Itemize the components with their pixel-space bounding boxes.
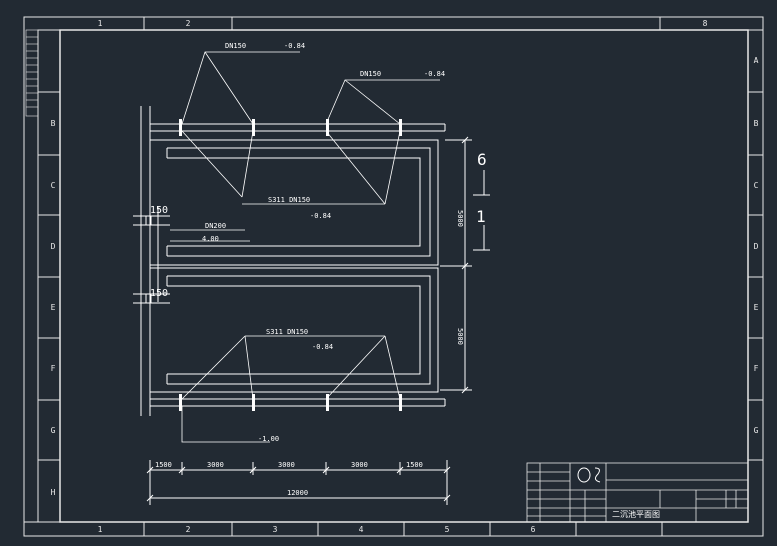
row-label-left-b: B [51,119,56,128]
upper-elev-label: -0.84 [310,212,331,220]
lower-pipe-label: S311 DN150 [266,328,308,336]
section-markers [146,136,490,505]
top-right-elev-label: -0.84 [424,70,445,78]
inlet-size-1: 150 [150,205,168,216]
annotations: DN150 -0.84 DN150 -0.84 S311 DN150 -0.84… [150,42,487,497]
dim-seg-4: 3000 [351,461,368,469]
inlet-size-2: 150 [150,288,168,299]
col-label-bottom-2: 2 [186,525,191,534]
row-label-right-c: C [754,181,759,190]
lower-elev-label: -0.84 [312,343,333,351]
row-label-right-e: E [754,303,759,312]
row-label-left-h: H [51,488,56,497]
row-label-left-d: D [51,242,56,251]
col-label-top-8: 8 [703,19,708,28]
dim-seg-3: 3000 [278,461,295,469]
row-label-left-f: F [51,364,56,373]
dim-seg-5: 1500 [406,461,423,469]
revision-table [25,29,39,117]
upper-pipe-label: S311 DN150 [268,196,310,204]
row-label-right-g: G [754,426,759,435]
inlet-elev-label: 4.00 [202,235,219,243]
col-label-top-1: 1 [98,19,103,28]
row-label-left-g: G [51,426,56,435]
bottom-elev-label: -1.00 [258,435,279,443]
dim-right-lower: 5000 [456,328,464,345]
section-label-6: 6 [477,150,487,169]
row-label-left-e: E [51,303,56,312]
row-label-right-d: D [754,242,759,251]
pipe-fittings [179,119,402,411]
leader-lines [170,51,440,443]
row-label-right-a: A [754,56,759,65]
grid-labels: 1 2 8 1 2 3 4 5 6 B C D E F G H A B C D … [51,19,759,534]
section-label-1: 1 [476,207,486,226]
dim-right-upper: 5000 [456,210,464,227]
company-logo [577,467,601,483]
top-left-pipe-label: DN150 [225,42,246,50]
row-label-right-b: B [754,119,759,128]
dim-seg-1: 1500 [155,461,172,469]
tank-plan [133,106,446,416]
col-label-bottom-5: 5 [445,525,450,534]
col-label-top-2: 2 [186,19,191,28]
row-label-right-f: F [754,364,759,373]
dim-seg-2: 3000 [207,461,224,469]
col-label-bottom-1: 1 [98,525,103,534]
top-right-pipe-label: DN150 [360,70,381,78]
col-label-bottom-3: 3 [273,525,278,534]
row-label-left-c: C [51,181,56,190]
col-label-bottom-4: 4 [359,525,364,534]
title-block [526,462,749,523]
inlet-dn-label: DN200 [205,222,226,230]
col-label-bottom-6: 6 [531,525,536,534]
drawing-frame [23,16,764,537]
top-left-elev-label: -0.84 [284,42,305,50]
drawing-title: 二沉池平面图 [612,509,660,519]
dim-total: 12000 [287,489,308,497]
